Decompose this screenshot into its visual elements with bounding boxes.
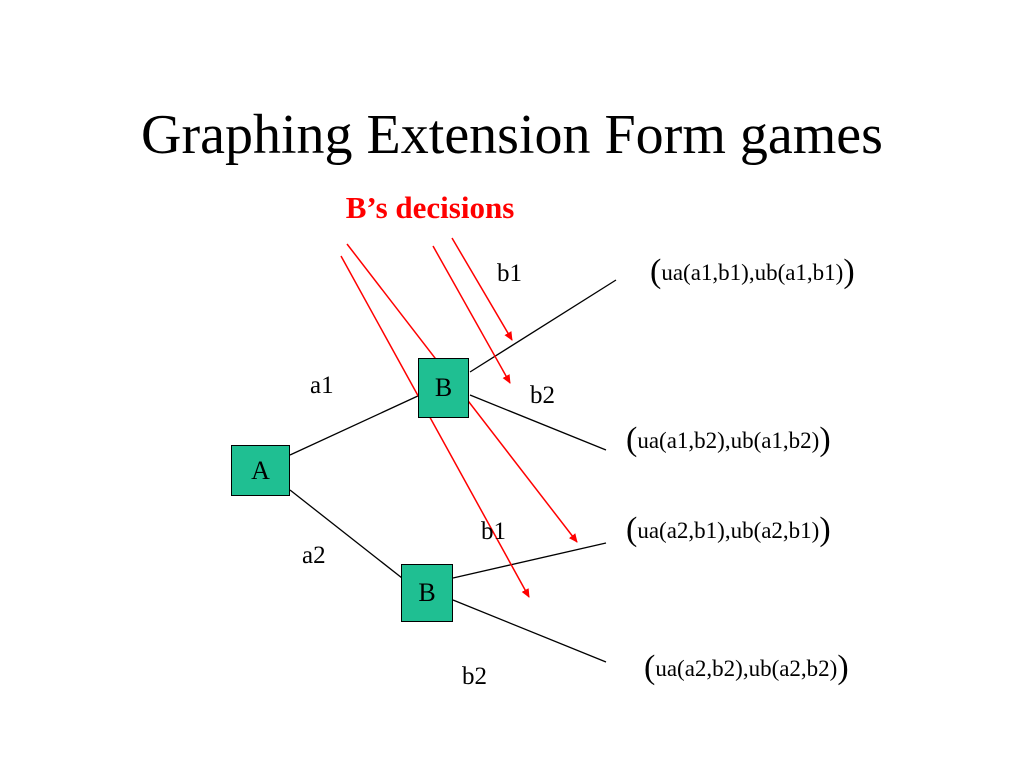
annotation-label: B’s decisions [345,190,515,225]
payoff-a2-b2-text: ua(a2,b2),ub(a2,b2) [655,656,838,681]
label-lower-b1: b1 [481,518,506,545]
edge-upper-b1 [469,279,617,373]
payoff-a2-b1-text: ua(a2,b1),ub(a2,b1) [637,518,820,543]
node-b-upper: B [418,358,469,418]
node-b-upper-label: B [434,373,453,402]
edge-a2 [289,489,403,579]
paren-close: ) [843,253,855,290]
arrow-1 [451,237,513,341]
paren-close: ) [837,649,849,686]
payoff-a2-b2: (ua(a2,b2),ub(a2,b2)) [644,648,849,689]
paren-open: ( [644,649,656,686]
node-b-lower-label: B [418,578,436,607]
payoff-a1-b2-text: ua(a1,b2),ub(a1,b2) [637,428,820,453]
node-b-lower: B [401,564,453,622]
label-lower-b2: b2 [462,663,487,690]
label-a2: a2 [302,542,326,569]
paren-close: ) [819,421,831,458]
edge-a1 [289,394,421,456]
payoff-a1-b1: (ua(a1,b1),ub(a1,b1)) [650,252,855,293]
paren-open: ( [626,421,638,458]
payoff-a1-b1-text: ua(a1,b1),ub(a1,b1) [661,260,844,285]
label-upper-b1: b1 [497,260,522,287]
payoff-a1-b2: (ua(a1,b2),ub(a1,b2)) [626,420,831,461]
node-a: A [231,445,290,496]
edge-upper-b2 [469,394,607,451]
paren-close: ) [819,511,831,548]
edge-lower-b2 [452,599,607,663]
label-a1: a1 [310,372,334,399]
slide-title: Graphing Extension Form games [141,104,883,166]
edge-lower-b1 [452,542,607,579]
payoff-a2-b1: (ua(a2,b1),ub(a2,b1)) [626,510,831,551]
arrow-4 [340,255,530,598]
label-upper-b2: b2 [530,382,555,409]
paren-open: ( [626,511,638,548]
arrow-2 [432,245,511,384]
paren-open: ( [650,253,662,290]
node-a-label: A [251,455,270,485]
